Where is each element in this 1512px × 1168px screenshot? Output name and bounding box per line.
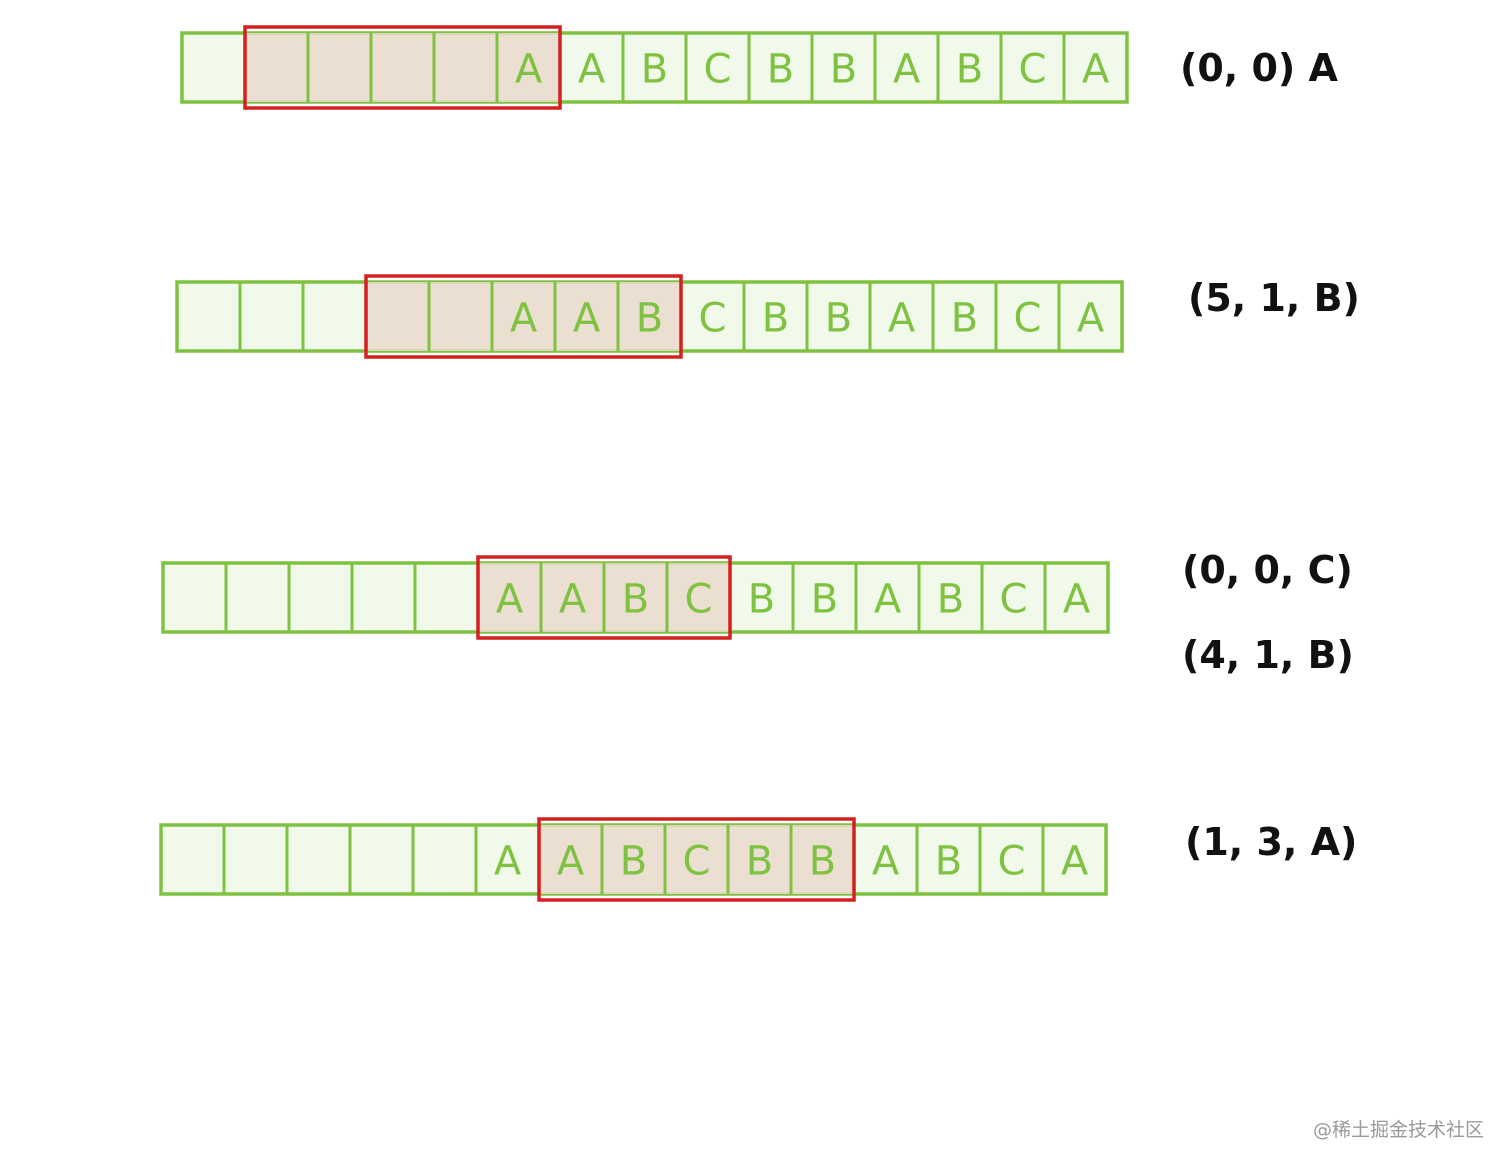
cell-letter: A [559, 577, 587, 623]
cell-letter: B [951, 296, 978, 342]
cell-letter: A [515, 47, 543, 93]
cell-letter: A [573, 296, 601, 342]
cell-letter: B [811, 577, 838, 623]
search-window-box [364, 274, 683, 359]
cell-letter: A [874, 577, 902, 623]
cell-letter: B [830, 47, 857, 93]
cell-letter: C [1019, 47, 1047, 93]
cell-letter: A [496, 577, 524, 623]
cell-letter: A [557, 839, 585, 885]
search-window-box [537, 817, 856, 902]
cell-letter: A [872, 839, 900, 885]
cell-letter: A [893, 47, 921, 93]
cell-letter: B [622, 577, 649, 623]
output-tuple: (0, 0) A [1180, 46, 1339, 90]
cell-letter: C [1000, 577, 1028, 623]
cell-letter: C [1014, 296, 1042, 342]
cell-letter: B [620, 839, 647, 885]
search-window-shade [539, 825, 854, 894]
cell-letter: A [494, 839, 522, 885]
cell-letter: C [699, 296, 727, 342]
cell-letter: C [998, 839, 1026, 885]
cell-letter: B [956, 47, 983, 93]
cell-letter: A [510, 296, 538, 342]
cell-letter: A [1077, 296, 1105, 342]
cell-letter: C [685, 577, 713, 623]
cell-letter: B [809, 839, 836, 885]
cell-letter: A [1082, 47, 1110, 93]
cell-letter: B [767, 47, 794, 93]
cell-letter: A [1061, 839, 1089, 885]
cell-letter: B [825, 296, 852, 342]
cell-letter: B [762, 296, 789, 342]
output-tuple: (0, 0, C) [1182, 548, 1353, 592]
search-window-box [243, 25, 562, 110]
cell-letter: A [888, 296, 916, 342]
cell-letter: C [683, 839, 711, 885]
cell-letter: A [578, 47, 606, 93]
cell-letter: B [935, 839, 962, 885]
cell-letter: B [636, 296, 663, 342]
search-window-box [476, 555, 732, 640]
cell-letter: C [704, 47, 732, 93]
watermark: @稀土掘金技术社区 [1312, 1119, 1484, 1141]
search-window-shade [245, 33, 560, 102]
cell-letter: B [937, 577, 964, 623]
output-tuple: (4, 1, B) [1182, 633, 1354, 677]
output-tuple: (1, 3, A) [1185, 820, 1357, 864]
output-tuple: (5, 1, B) [1188, 276, 1360, 320]
cell-letter: B [748, 577, 775, 623]
cell-letter: B [641, 47, 668, 93]
cell-letter: A [1063, 577, 1091, 623]
cell-letter: B [746, 839, 773, 885]
search-window-shade [366, 282, 681, 351]
